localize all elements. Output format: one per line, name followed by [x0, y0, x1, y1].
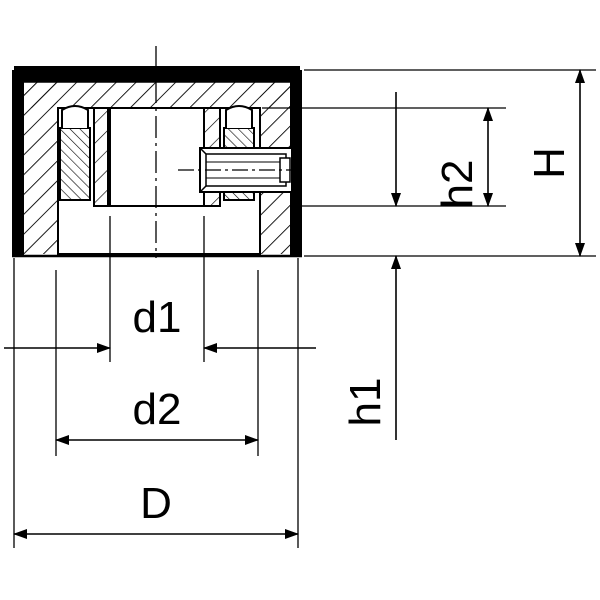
- label-H: H: [525, 147, 574, 179]
- knob-left-wall: [12, 70, 24, 256]
- knob-section: [12, 46, 302, 258]
- label-d1: d1: [133, 293, 182, 342]
- dimension-lines: [4, 69, 585, 539]
- label-h1: h1: [341, 378, 390, 427]
- knob-cap-band: [14, 66, 300, 82]
- extension-lines: [13, 69, 596, 548]
- left-insert: [59, 127, 91, 201]
- label-d2: d2: [133, 385, 182, 434]
- shaft-bore: [109, 107, 205, 207]
- label-D: D: [140, 479, 172, 528]
- knob-right-wall: [290, 70, 302, 256]
- label-h2: h2: [433, 160, 482, 209]
